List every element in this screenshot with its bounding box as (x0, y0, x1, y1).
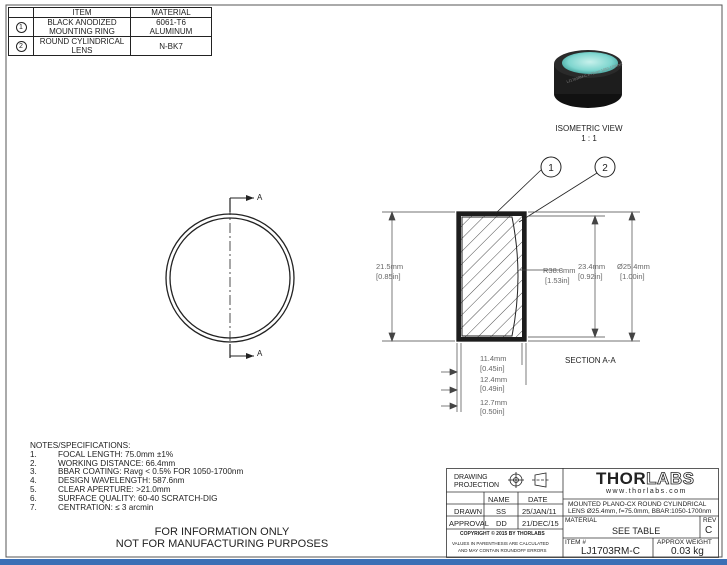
bom-header-item: ITEM (33, 7, 131, 18)
bom-header-material: MATERIAL (130, 7, 212, 18)
description-line-1: MOUNTED PLANO-CX ROUND CYLINDRICAL (568, 501, 707, 508)
dim-inner-height-mm: 23.4mm (578, 262, 605, 271)
disclaimer: FOR INFORMATION ONLY NOT FOR MANUFACTURI… (112, 526, 332, 550)
balloon-group (494, 156, 616, 223)
balloon-1: 1 (548, 163, 554, 174)
dim-outer-diameter-mm: Ø25.4mm (617, 262, 650, 271)
note-item: 6.SURFACE QUALITY: 60-40 SCRATCH-DIG (30, 493, 218, 503)
note-item: 7.CENTRATION: ≤ 3 arcmin (30, 502, 154, 512)
rounding-note-1: VALUES IN PARENTHESIS ARE CALCULATED (452, 541, 549, 546)
note-item: 2.WORKING DISTANCE: 66.4mm (30, 458, 176, 468)
approval-date: 21/DEC/15 (522, 519, 559, 528)
item-value: LJ1703RM-C (581, 546, 640, 557)
bom-material: N-BK7 (130, 36, 212, 56)
drawn-name: SS (496, 507, 507, 516)
material-value: SEE TABLE (612, 526, 661, 536)
approval-label: APPROVAL (449, 519, 489, 528)
drawing-projection-label: DRAWING PROJECTION (454, 474, 500, 489)
section-marker-bottom: A (257, 349, 263, 358)
balloon-2: 2 (602, 163, 608, 174)
front-view: A A (165, 193, 295, 359)
rounding-note-2: AND MAY CONTAIN ROUNDOFF ERRORS (458, 548, 547, 553)
projection-symbol (508, 472, 549, 488)
bom-material: 6061-T6 ALUMINUM (130, 17, 212, 37)
notes-title: NOTES/SPECIFICATIONS: (30, 441, 131, 450)
drawn-label: DRAWN (454, 507, 483, 516)
weight-value: 0.03 kg (671, 546, 704, 557)
dim-width-2-mm: 12.4mm (480, 375, 507, 384)
dim-width-3-in: [0.50in] (480, 407, 505, 416)
rev-value: C (705, 525, 713, 536)
brand-logo-labs: LABS (646, 469, 695, 489)
date-header: DATE (528, 495, 548, 504)
bom-row: 2 ROUND CYLINDRICAL LENS N-BK7 (8, 36, 212, 56)
bom-item-balloon: 2 (15, 40, 27, 52)
note-item: 5.CLEAR APERTURE: >21.0mm (30, 484, 171, 494)
dim-left-height-in: [0.85in] (376, 272, 401, 281)
section-view (456, 211, 527, 342)
bom-item-balloon: 1 (15, 21, 27, 33)
section-title: SECTION A-A (565, 356, 616, 365)
name-header: NAME (488, 495, 510, 504)
dim-inner-height-in: [0.92in] (578, 272, 603, 281)
dim-outer-diameter-in: [1.00in] (620, 272, 645, 281)
isometric-render: LJ1703RM-C f=75mm 1050-1700nm (554, 50, 623, 108)
description-line-2: LENS Ø25.4mm, f=75.0mm, BBAR:1050-1700nm (568, 508, 712, 515)
brand-logo-thor: THOR (596, 469, 647, 488)
copyright: COPYRIGHT © 2015 BY THORLABS (460, 531, 545, 537)
note-item: 3.BBAR COATING: Ravg < 0.5% FOR 1050-170… (30, 467, 244, 477)
title-block-grid (446, 468, 719, 558)
bom-header-row: ITEM MATERIAL (8, 7, 212, 18)
dimension-lines (382, 211, 640, 412)
dim-width-3-mm: 12.7mm (480, 398, 507, 407)
item-label: ITEM # (565, 539, 586, 546)
dim-radius-mm: R38.8mm (543, 266, 576, 275)
dim-radius-in: [1.53in] (545, 276, 570, 285)
drawn-date: 25/JAN/11 (522, 507, 557, 516)
dim-width-1-mm: 11.4mm (480, 354, 507, 363)
iso-view-title: ISOMETRIC VIEW (555, 124, 623, 133)
weight-label: APPROX WEIGHT (657, 539, 712, 546)
section-marker-top: A (257, 193, 263, 202)
dim-width-1-in: [0.45in] (480, 364, 505, 373)
note-item: 4.DESIGN WAVELENGTH: 587.6nm (30, 476, 185, 486)
bom-table: ITEM MATERIAL 1 BLACK ANODIZED MOUNTING … (8, 7, 212, 56)
sheet-border (5, 4, 723, 558)
disclaimer-line-1: FOR INFORMATION ONLY (154, 526, 290, 538)
material-label: MATERIAL (565, 517, 598, 524)
iso-view-scale: 1 : 1 (581, 134, 597, 143)
bom-description: BLACK ANODIZED MOUNTING RING (33, 17, 131, 37)
approval-name: DD (496, 519, 507, 528)
dim-left-height-mm: 21.5mm (376, 262, 403, 271)
bom-row: 1 BLACK ANODIZED MOUNTING RING 6061-T6 A… (8, 17, 212, 37)
title-block: DRAWING PROJECTION NAME DATE DRAWN SS 25… (446, 468, 719, 558)
brand-logo: THORLABS (596, 469, 694, 489)
bottom-accent-bar (0, 559, 727, 565)
note-item: 1.FOCAL LENGTH: 75.0mm ±1% (30, 449, 174, 459)
notes-block: NOTES/SPECIFICATIONS: 1.FOCAL LENGTH: 75… (30, 441, 244, 512)
rev-label: REV (703, 517, 717, 524)
bom-description: ROUND CYLINDRICAL LENS (33, 36, 131, 56)
disclaimer-line-2: NOT FOR MANUFACTURING PURPOSES (115, 538, 329, 550)
dim-width-2-in: [0.49in] (480, 384, 505, 393)
website: www.thorlabs.com (606, 488, 687, 495)
